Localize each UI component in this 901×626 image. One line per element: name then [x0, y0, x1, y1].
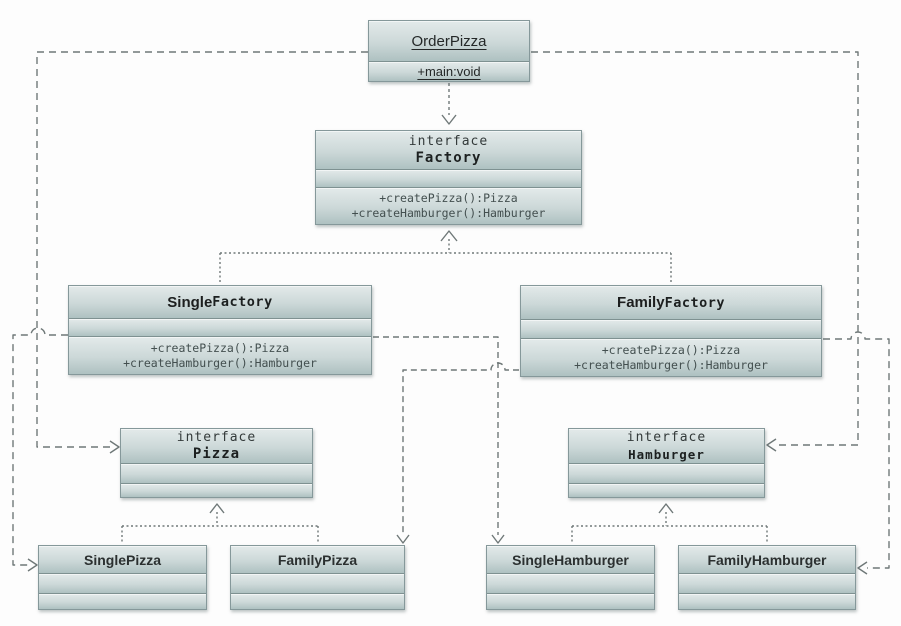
class-familyfactory-methods-compartment: +createPizza():Pizza +createHamburger():…	[521, 338, 821, 376]
class-title: SinglePizza	[83, 551, 162, 568]
interface-factory-methods-compartment: +createPizza():Pizza +createHamburger():…	[316, 187, 581, 224]
interface-hamburger-attributes-compartment	[569, 463, 764, 483]
class-singlehamburger-methods-compartment	[487, 593, 654, 609]
method-createhamburger: +createHamburger():Hamburger	[123, 355, 317, 370]
class-singlefactory-attributes-compartment	[69, 318, 371, 336]
class-familypizza-methods-compartment	[231, 593, 404, 609]
interface-factory-attributes-compartment	[316, 169, 581, 187]
method-createpizza: +createPizza():Pizza	[379, 191, 518, 205]
class-title: FamilyHamburger	[707, 551, 827, 568]
realization-pizzas-pizza	[121, 503, 319, 544]
class-orderpizza: OrderPizza +main:void	[368, 20, 530, 82]
method-createhamburger: +createHamburger():Hamburger	[351, 206, 546, 220]
dependency-orderpizza-hamburger	[531, 51, 859, 452]
class-singlehamburger: SingleHamburger	[486, 545, 655, 610]
interface-name: Factory	[415, 149, 482, 166]
class-singlehamburger-attributes-compartment	[487, 573, 654, 593]
class-familypizza: FamilyPizza	[230, 545, 405, 610]
class-name-prefix: Single	[167, 293, 213, 311]
interface-hamburger-methods-compartment	[569, 483, 764, 497]
dependency-familyfactory-familypizza	[396, 362, 519, 544]
interface-factory-title-compartment: interface Factory	[316, 131, 581, 169]
interface-hamburger: interface Hamburger	[568, 428, 765, 498]
class-singlepizza: SinglePizza	[38, 545, 207, 610]
class-name-suffix: Factory	[212, 294, 273, 310]
class-singlepizza-title-compartment: SinglePizza	[39, 546, 206, 573]
class-singlefactory-methods-compartment: +createPizza():Pizza +createHamburger():…	[69, 336, 371, 374]
class-familyhamburger: FamilyHamburger	[678, 545, 856, 610]
class-familyhamburger-attributes-compartment	[679, 573, 855, 593]
class-familypizza-title-compartment: FamilyPizza	[231, 546, 404, 573]
stereotype-label: interface	[176, 429, 257, 445]
class-title: FamilyPizza	[277, 551, 358, 568]
class-title: SingleHamburger	[512, 551, 629, 568]
method-createhamburger: +createHamburger():Hamburger	[574, 357, 768, 372]
stereotype-label: interface	[626, 429, 707, 445]
class-member: +main:void	[417, 64, 481, 79]
class-title: OrderPizza	[411, 32, 487, 50]
dependency-singlefactory-singlepizza	[12, 327, 68, 572]
class-familyhamburger-methods-compartment	[679, 593, 855, 609]
dependency-orderpizza-factory	[441, 83, 457, 125]
dependency-familyfactory-familyhamburger	[823, 331, 890, 575]
class-familyfactory-attributes-compartment	[521, 319, 821, 338]
interface-pizza-attributes-compartment	[121, 463, 312, 483]
interface-factory: interface Factory +createPizza():Pizza +…	[315, 130, 582, 225]
interface-pizza: interface Pizza	[120, 428, 313, 498]
interface-name: Pizza	[192, 445, 241, 462]
class-singlehamburger-title-compartment: SingleHamburger	[487, 546, 654, 573]
dependency-orderpizza-pizza	[36, 51, 368, 454]
class-orderpizza-title-compartment: OrderPizza	[369, 21, 529, 61]
interface-pizza-methods-compartment	[121, 483, 312, 497]
dependency-singlefactory-singlehamburger	[373, 336, 505, 544]
class-name-suffix: Factory	[664, 294, 725, 311]
class-orderpizza-members-compartment: +main:void	[369, 61, 529, 81]
class-singlepizza-methods-compartment	[39, 593, 206, 609]
method-createpizza: +createPizza():Pizza	[601, 342, 741, 357]
stereotype-label: interface	[408, 133, 489, 149]
class-singlepizza-attributes-compartment	[39, 573, 206, 593]
interface-hamburger-title-compartment: interface Hamburger	[569, 429, 764, 463]
realization-hamburgers-hamburger	[571, 503, 768, 544]
class-familypizza-attributes-compartment	[231, 573, 404, 593]
class-familyhamburger-title-compartment: FamilyHamburger	[679, 546, 855, 573]
interface-pizza-title-compartment: interface Pizza	[121, 429, 312, 463]
realization-factories-factory	[219, 230, 672, 284]
interface-name: Hamburger	[628, 446, 705, 462]
class-name-prefix: Family	[617, 294, 665, 311]
method-createpizza: +createPizza():Pizza	[150, 340, 290, 355]
